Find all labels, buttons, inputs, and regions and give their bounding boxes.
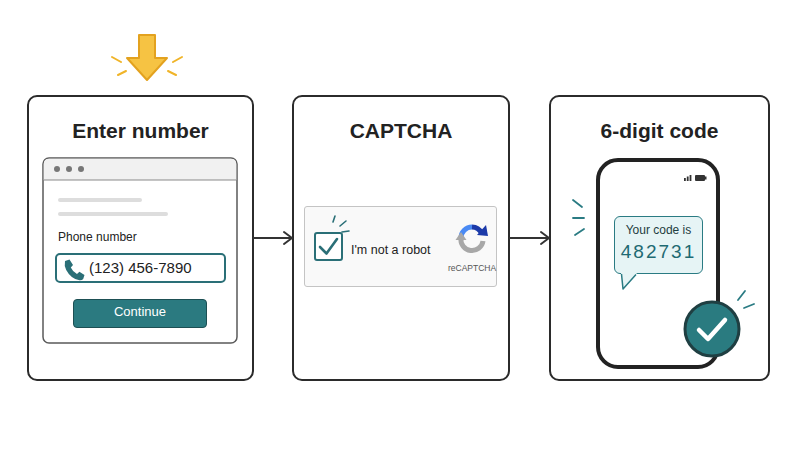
arrow-line — [254, 237, 292, 239]
step-panel: 6-digit codeYour code is 482731 — [549, 95, 770, 381]
recaptcha-logo — [456, 225, 489, 251]
phone-value: (123) 456-7890 — [89, 259, 192, 276]
phone-input: Phone number(123) 456-7890 — [55, 253, 226, 283]
continue-button: Continue — [73, 299, 207, 328]
button-label: Continue — [74, 305, 206, 320]
phone-body — [598, 160, 718, 367]
pointer-arrow — [112, 35, 182, 80]
message-tail — [621, 273, 637, 290]
step-panel: CAPTCHA I'm not a robot reCAPTCHA — [292, 95, 510, 381]
arrow-head — [541, 232, 549, 244]
browser-window — [43, 158, 237, 343]
success-check — [685, 291, 754, 356]
sms-bubble: Your code is 482731 — [614, 216, 703, 274]
phone-icon — [65, 260, 85, 281]
arrow-line — [510, 237, 549, 239]
step-panel: Enter numberPhone number(123) 456-7890Co… — [27, 95, 254, 381]
panel-title: CAPTCHA — [294, 119, 508, 143]
field-label: Phone number — [58, 231, 137, 245]
signal-sparks — [573, 200, 584, 235]
captcha-brand: reCAPTCHA — [448, 264, 496, 274]
captcha-checkbox — [315, 216, 349, 260]
flow-arrow — [510, 232, 549, 244]
sms-code: 482731 — [615, 241, 702, 263]
sms-text: Your code is — [615, 224, 702, 238]
panel-title: Enter number — [29, 119, 252, 143]
captcha-label: I'm not a robot — [351, 243, 431, 257]
captcha-widget: I'm not a robot reCAPTCHA — [304, 206, 497, 287]
flow-arrow — [254, 232, 292, 244]
panel-title: 6-digit code — [551, 119, 768, 143]
arrow-head — [284, 232, 292, 244]
